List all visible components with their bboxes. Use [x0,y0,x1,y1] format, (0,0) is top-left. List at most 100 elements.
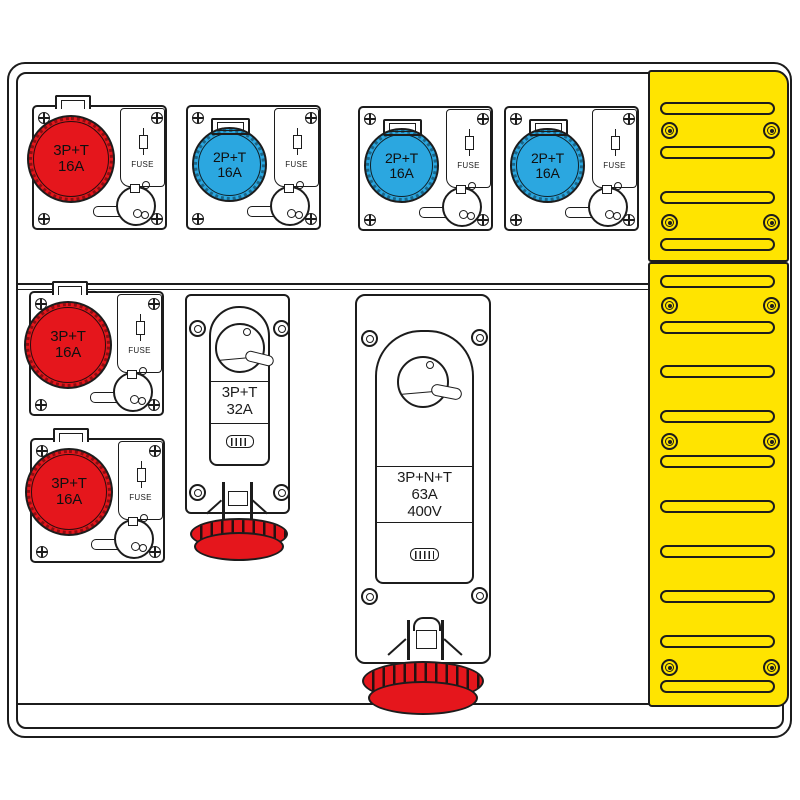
vent-panel-top [648,70,789,262]
fuse-panel: FUSE [446,109,491,188]
module-divider [211,381,268,382]
vent-slot [660,590,775,603]
panel-screw-icon [661,122,678,139]
plug-latch [250,482,253,519]
lid-clip [383,119,422,136]
vent-indicator [410,548,439,561]
fuse-panel: FUSE [118,441,163,520]
vent-slot [660,238,775,251]
fuse-label: FUSE [131,160,154,169]
module-divider [377,466,472,467]
corner-screw-icon [192,112,204,124]
plug-latch [205,499,223,515]
corner-screw-icon [151,213,163,225]
plug-latch [222,482,225,519]
vent-slot [660,455,775,468]
corner-screw-icon [477,214,489,226]
corner-screw-icon [38,213,50,225]
fuse-symbol-icon [292,128,302,155]
fuse-symbol-icon [136,461,146,488]
interlock-dial [588,185,628,227]
panel-screw-icon [763,659,780,676]
mounting-tab [53,428,89,442]
plug-latch [443,638,463,656]
panel-screw-icon [661,297,678,314]
fuse-label: FUSE [603,161,626,170]
screw-cap [194,532,284,561]
fuse-label: FUSE [457,161,480,170]
module-divider [211,423,268,424]
interlock-dial [114,517,154,559]
corner-screw-icon [148,399,160,411]
vent-panel-bottom [648,262,789,707]
rotary-switch [215,323,265,373]
vent-slot [660,191,775,204]
panel-screw-icon [661,214,678,231]
fuse-label: FUSE [129,493,152,502]
interlock-dial [113,370,153,412]
fuse-symbol-icon [464,129,474,156]
panel-screw-icon [763,433,780,450]
interlock-dial [116,184,156,226]
panel-screw-icon [763,122,780,139]
plug-latch [251,499,269,515]
corner-screw-icon [361,330,378,347]
fuse-panel: FUSE [274,108,319,187]
corner-screw-icon [192,213,204,225]
corner-screw-icon [364,214,376,226]
vent-slot [660,680,775,693]
corner-screw-icon [623,214,635,226]
mounting-tab [55,95,91,109]
corner-screw-icon [189,484,206,501]
corner-screw-icon [273,320,290,337]
fuse-symbol-icon [135,314,145,341]
fuse-panel: FUSE [120,108,165,187]
module-divider [377,522,472,523]
fuse-symbol-icon [610,129,620,156]
vent-slot [660,500,775,513]
corner-screw-icon [471,587,488,604]
vent-slot [660,321,775,334]
plug-latch [441,620,444,660]
vent-slot [660,635,775,648]
plug-latch [387,638,407,656]
vent-slot [660,545,775,558]
panel-screw-icon [763,297,780,314]
fuse-symbol-icon [138,128,148,155]
corner-screw-icon [36,546,48,558]
vent-slot [660,102,775,115]
vent-slot [660,275,775,288]
corner-screw-icon [510,113,522,125]
corner-screw-icon [35,399,47,411]
lid-clip [529,119,568,136]
vent-slot [660,365,775,378]
plug-latch [413,617,441,631]
corner-screw-icon [471,329,488,346]
corner-screw-icon [189,320,206,337]
panel-screw-icon [661,659,678,676]
corner-screw-icon [305,213,317,225]
corner-screw-icon [361,588,378,605]
corner-screw-icon [510,214,522,226]
fuse-label: FUSE [285,160,308,169]
interlock-dial [442,185,482,227]
